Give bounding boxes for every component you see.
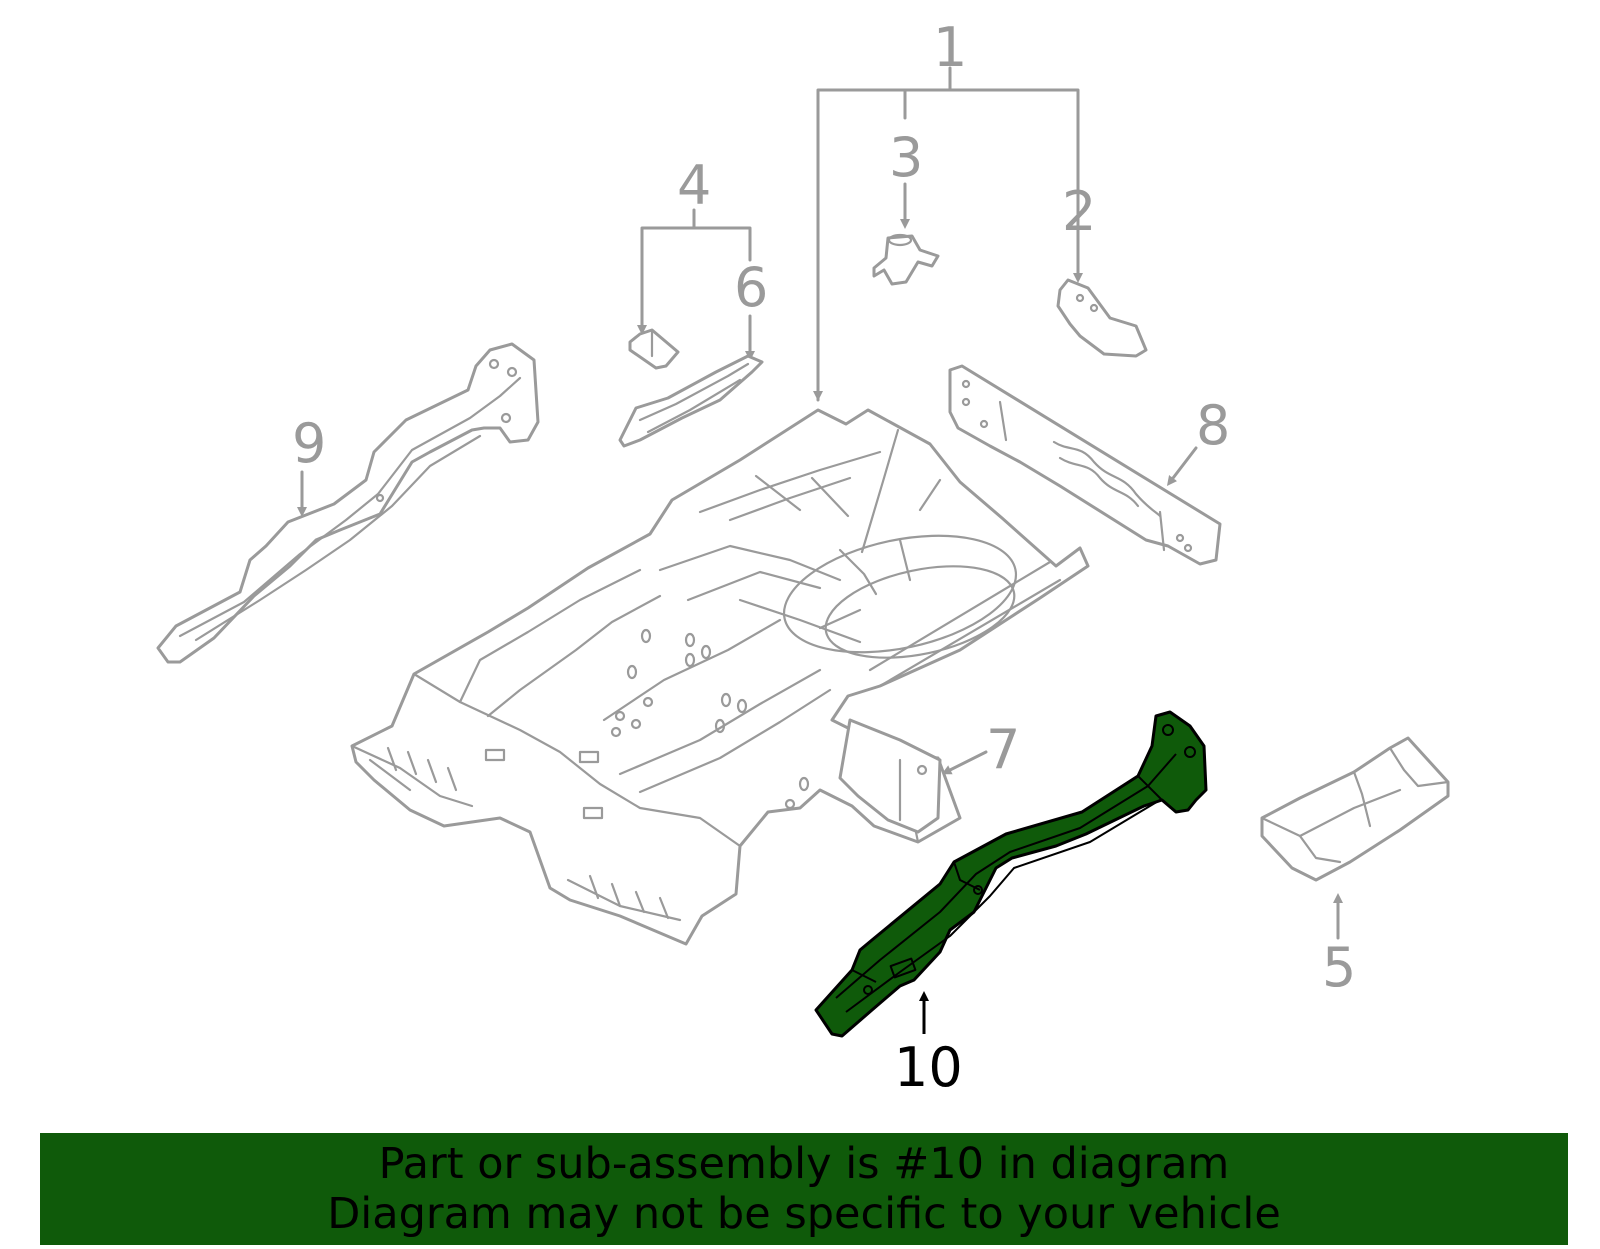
part-6 <box>618 354 764 448</box>
part-2 <box>1056 278 1148 358</box>
callout-5: 5 <box>1322 936 1356 999</box>
part-3 <box>872 233 940 286</box>
part-7 <box>838 718 942 834</box>
info-banner: Part or sub-assembly is #10 in diagram D… <box>40 1133 1568 1245</box>
callout-1: 1 <box>933 16 967 79</box>
banner-line-1: Part or sub-assembly is #10 in diagram <box>378 1139 1230 1189</box>
part-10-highlighted <box>814 710 1208 1038</box>
leader-8 <box>1166 446 1198 486</box>
part-9 <box>156 342 540 664</box>
leader-4 <box>637 208 752 335</box>
callout-10: 10 <box>894 1036 963 1099</box>
leader-7 <box>941 750 988 775</box>
callout-8: 8 <box>1196 394 1230 457</box>
callout-3: 3 <box>889 126 923 189</box>
part-5 <box>1260 736 1450 882</box>
callout-9: 9 <box>292 412 326 475</box>
callout-7: 7 <box>986 718 1020 781</box>
callout-2: 2 <box>1062 180 1096 243</box>
part-4 <box>628 328 680 370</box>
callout-6: 6 <box>734 256 768 319</box>
part-8 <box>948 364 1222 566</box>
callout-4: 4 <box>677 154 711 217</box>
leader-1 <box>813 66 1083 402</box>
banner-line-2: Diagram may not be specific to your vehi… <box>327 1189 1281 1239</box>
